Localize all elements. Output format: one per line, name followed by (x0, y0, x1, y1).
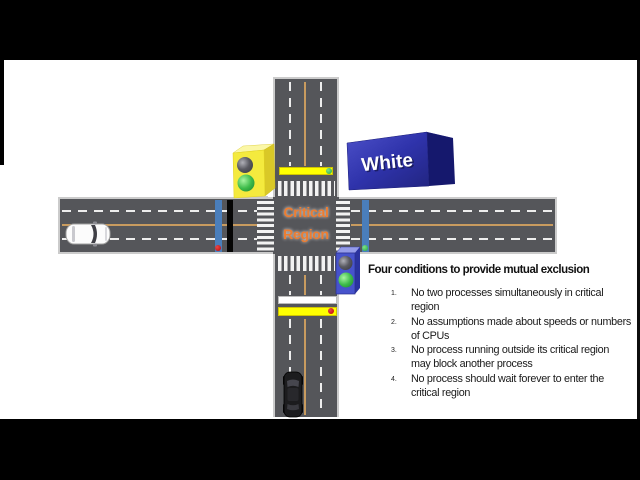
critical-region-line1: Critical (283, 204, 329, 220)
road-vertical (273, 77, 339, 417)
lane-dash (320, 319, 322, 415)
list-item: 4. No process should wait forever to ent… (391, 372, 637, 401)
traffic-light-blue-icon (335, 246, 361, 295)
list-item-text: No two processes simultaneously in criti… (411, 287, 604, 314)
list-item: 1. No two processes simultaneously in cr… (391, 286, 637, 315)
list-item-text: No assumptions made about speeds or numb… (411, 315, 631, 342)
letterbox-bottom (0, 419, 640, 480)
road-edge-line (273, 79, 275, 197)
road-edge-line (339, 197, 557, 199)
list-item-number: 3. (391, 347, 397, 355)
east-lock-bar (362, 200, 369, 252)
center-line (304, 319, 306, 415)
traffic-light-yellow-icon (232, 143, 276, 199)
lane-dash (62, 210, 257, 212)
crosswalk-north (278, 181, 335, 196)
lane-dash (320, 275, 322, 295)
red-signal-dot (328, 308, 334, 314)
lane-dash (289, 275, 291, 295)
green-signal-dot (362, 245, 368, 251)
dark-car (283, 371, 303, 418)
green-signal-dot (326, 168, 332, 174)
list-item: 3. No process running outside its critic… (391, 343, 637, 372)
center-line (351, 224, 553, 226)
center-line (304, 275, 306, 295)
conditions-list: 1. No two processes simultaneously in cr… (391, 286, 637, 400)
white-car (65, 221, 111, 247)
crosswalk-west (257, 201, 274, 251)
lane-dash (62, 238, 257, 240)
crosswalk-east (336, 201, 350, 251)
road-edge-line (337, 254, 339, 417)
list-item: 2. No assumptions made about speeds or n… (391, 315, 637, 344)
list-item-number: 1. (391, 290, 397, 297)
road-edge-line (339, 252, 557, 254)
letterbox-top (0, 0, 640, 60)
north-stop-bar (279, 167, 333, 175)
critical-region-line2: Region (283, 226, 329, 242)
lane-dash (351, 210, 553, 212)
white-box: White White (346, 131, 455, 191)
road-edge-line (555, 197, 557, 254)
letterbox-left-strip (0, 0, 4, 165)
list-item-number: 2. (391, 318, 397, 326)
road-edge-line (58, 197, 273, 199)
center-line (304, 82, 306, 166)
lane-dash (351, 238, 553, 240)
road-edge-line (273, 77, 339, 79)
lane-dash (289, 82, 291, 166)
lane-dash (289, 319, 291, 415)
crosswalk-south (278, 256, 335, 271)
road-edge-line (337, 79, 339, 197)
road-edge-line (58, 197, 60, 254)
red-signal-dot (215, 245, 221, 251)
list-item-text: No process should wait forever to enter … (411, 372, 604, 400)
center-line (62, 224, 257, 226)
south-stop-bar (278, 307, 337, 316)
list-item-number: 4. (391, 375, 397, 383)
conditions-heading: Four conditions to provide mutual exclus… (368, 264, 590, 276)
list-item-text: No process running outside its critical … (411, 344, 610, 371)
road-edge-line (273, 254, 275, 417)
lane-dash (320, 82, 322, 166)
letterbox-right-strip (637, 60, 640, 419)
road-edge-line (58, 252, 273, 254)
west-barrier-bar (227, 200, 233, 252)
critical-region-label: Critical Region (273, 201, 339, 245)
west-lock-bar (215, 200, 222, 252)
south-wait-bar (278, 296, 337, 304)
